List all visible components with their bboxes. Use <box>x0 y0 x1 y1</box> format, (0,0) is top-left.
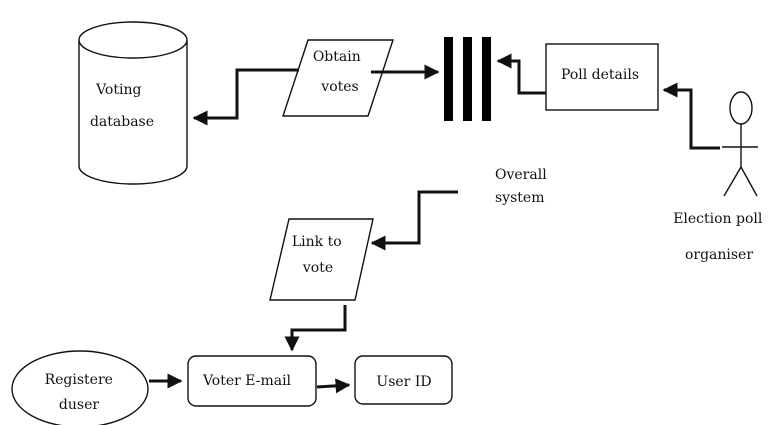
voter-email-label: Voter E-mail <box>202 373 292 389</box>
actor-left-leg <box>723 166 742 197</box>
link-to-vote-label: Link to vote <box>292 234 346 276</box>
voter-email-box: Voter E-mail <box>187 355 317 407</box>
election-poll-organiser-actor <box>722 91 758 197</box>
link-to-vote-label-line-2: vote <box>302 260 333 276</box>
voter-email-to-user-id-arrow <box>316 378 351 394</box>
system-to-link-arrow <box>370 190 458 251</box>
voting-database-label-line-1: Voting <box>95 82 141 98</box>
voting-database-label: Voting database <box>90 82 154 130</box>
obtain-votes-shape <box>282 39 394 117</box>
actor-head <box>729 91 753 125</box>
voter-email-shape <box>187 355 317 407</box>
link-to-voter-email-arrow <box>284 305 347 352</box>
obtain-votes-label: Obtain votes <box>313 49 365 95</box>
registered-user-label: Registere duser <box>45 372 118 413</box>
voting-database-label-line-2: database <box>90 114 154 130</box>
obtain-votes-process: Obtain votes <box>282 39 394 117</box>
poll-details-label: Poll details <box>561 67 639 83</box>
bar-3 <box>482 37 491 121</box>
bar-2 <box>463 37 472 121</box>
actor-to-poll-details-arrow <box>662 82 720 150</box>
voting-database-top <box>78 21 188 59</box>
bar-separator <box>444 37 491 121</box>
registered-user-shape <box>11 350 149 425</box>
voting-database: Voting database <box>78 21 188 185</box>
registered-user-label-line-2: duser <box>59 397 99 413</box>
actor-label-line-1: Election poll <box>673 211 763 227</box>
user-id-box: User ID <box>354 355 453 405</box>
voting-database-body <box>78 40 188 185</box>
link-to-vote-label-line-1: Link to <box>292 234 342 250</box>
poll-details-box: Poll details <box>545 43 659 111</box>
overall-system-label: Overall system <box>495 167 551 206</box>
user-id-label: User ID <box>376 374 431 390</box>
registered-user-label-line-1: Registere <box>45 372 113 388</box>
registered-user: Registere duser <box>11 350 149 425</box>
overall-system-label-line-1: Overall <box>495 167 547 183</box>
obtain-votes-label-line-2: votes <box>320 79 358 95</box>
bar-1 <box>444 37 453 121</box>
poll-details-shape <box>545 43 659 111</box>
obtain-votes-label-line-1: Obtain <box>313 49 361 65</box>
obtain-votes-to-database-arrow <box>192 68 299 126</box>
link-to-vote-process: Link to vote <box>269 218 374 301</box>
actor-label: Election poll organiser <box>673 211 767 263</box>
actor-right-leg <box>740 166 758 197</box>
actor-label-line-2: organiser <box>685 247 753 263</box>
link-to-vote-shape <box>269 218 374 301</box>
poll-details-to-bars-arrow <box>496 53 546 95</box>
user-id-shape <box>354 355 453 405</box>
overall-system-label-line-2: system <box>495 190 544 206</box>
